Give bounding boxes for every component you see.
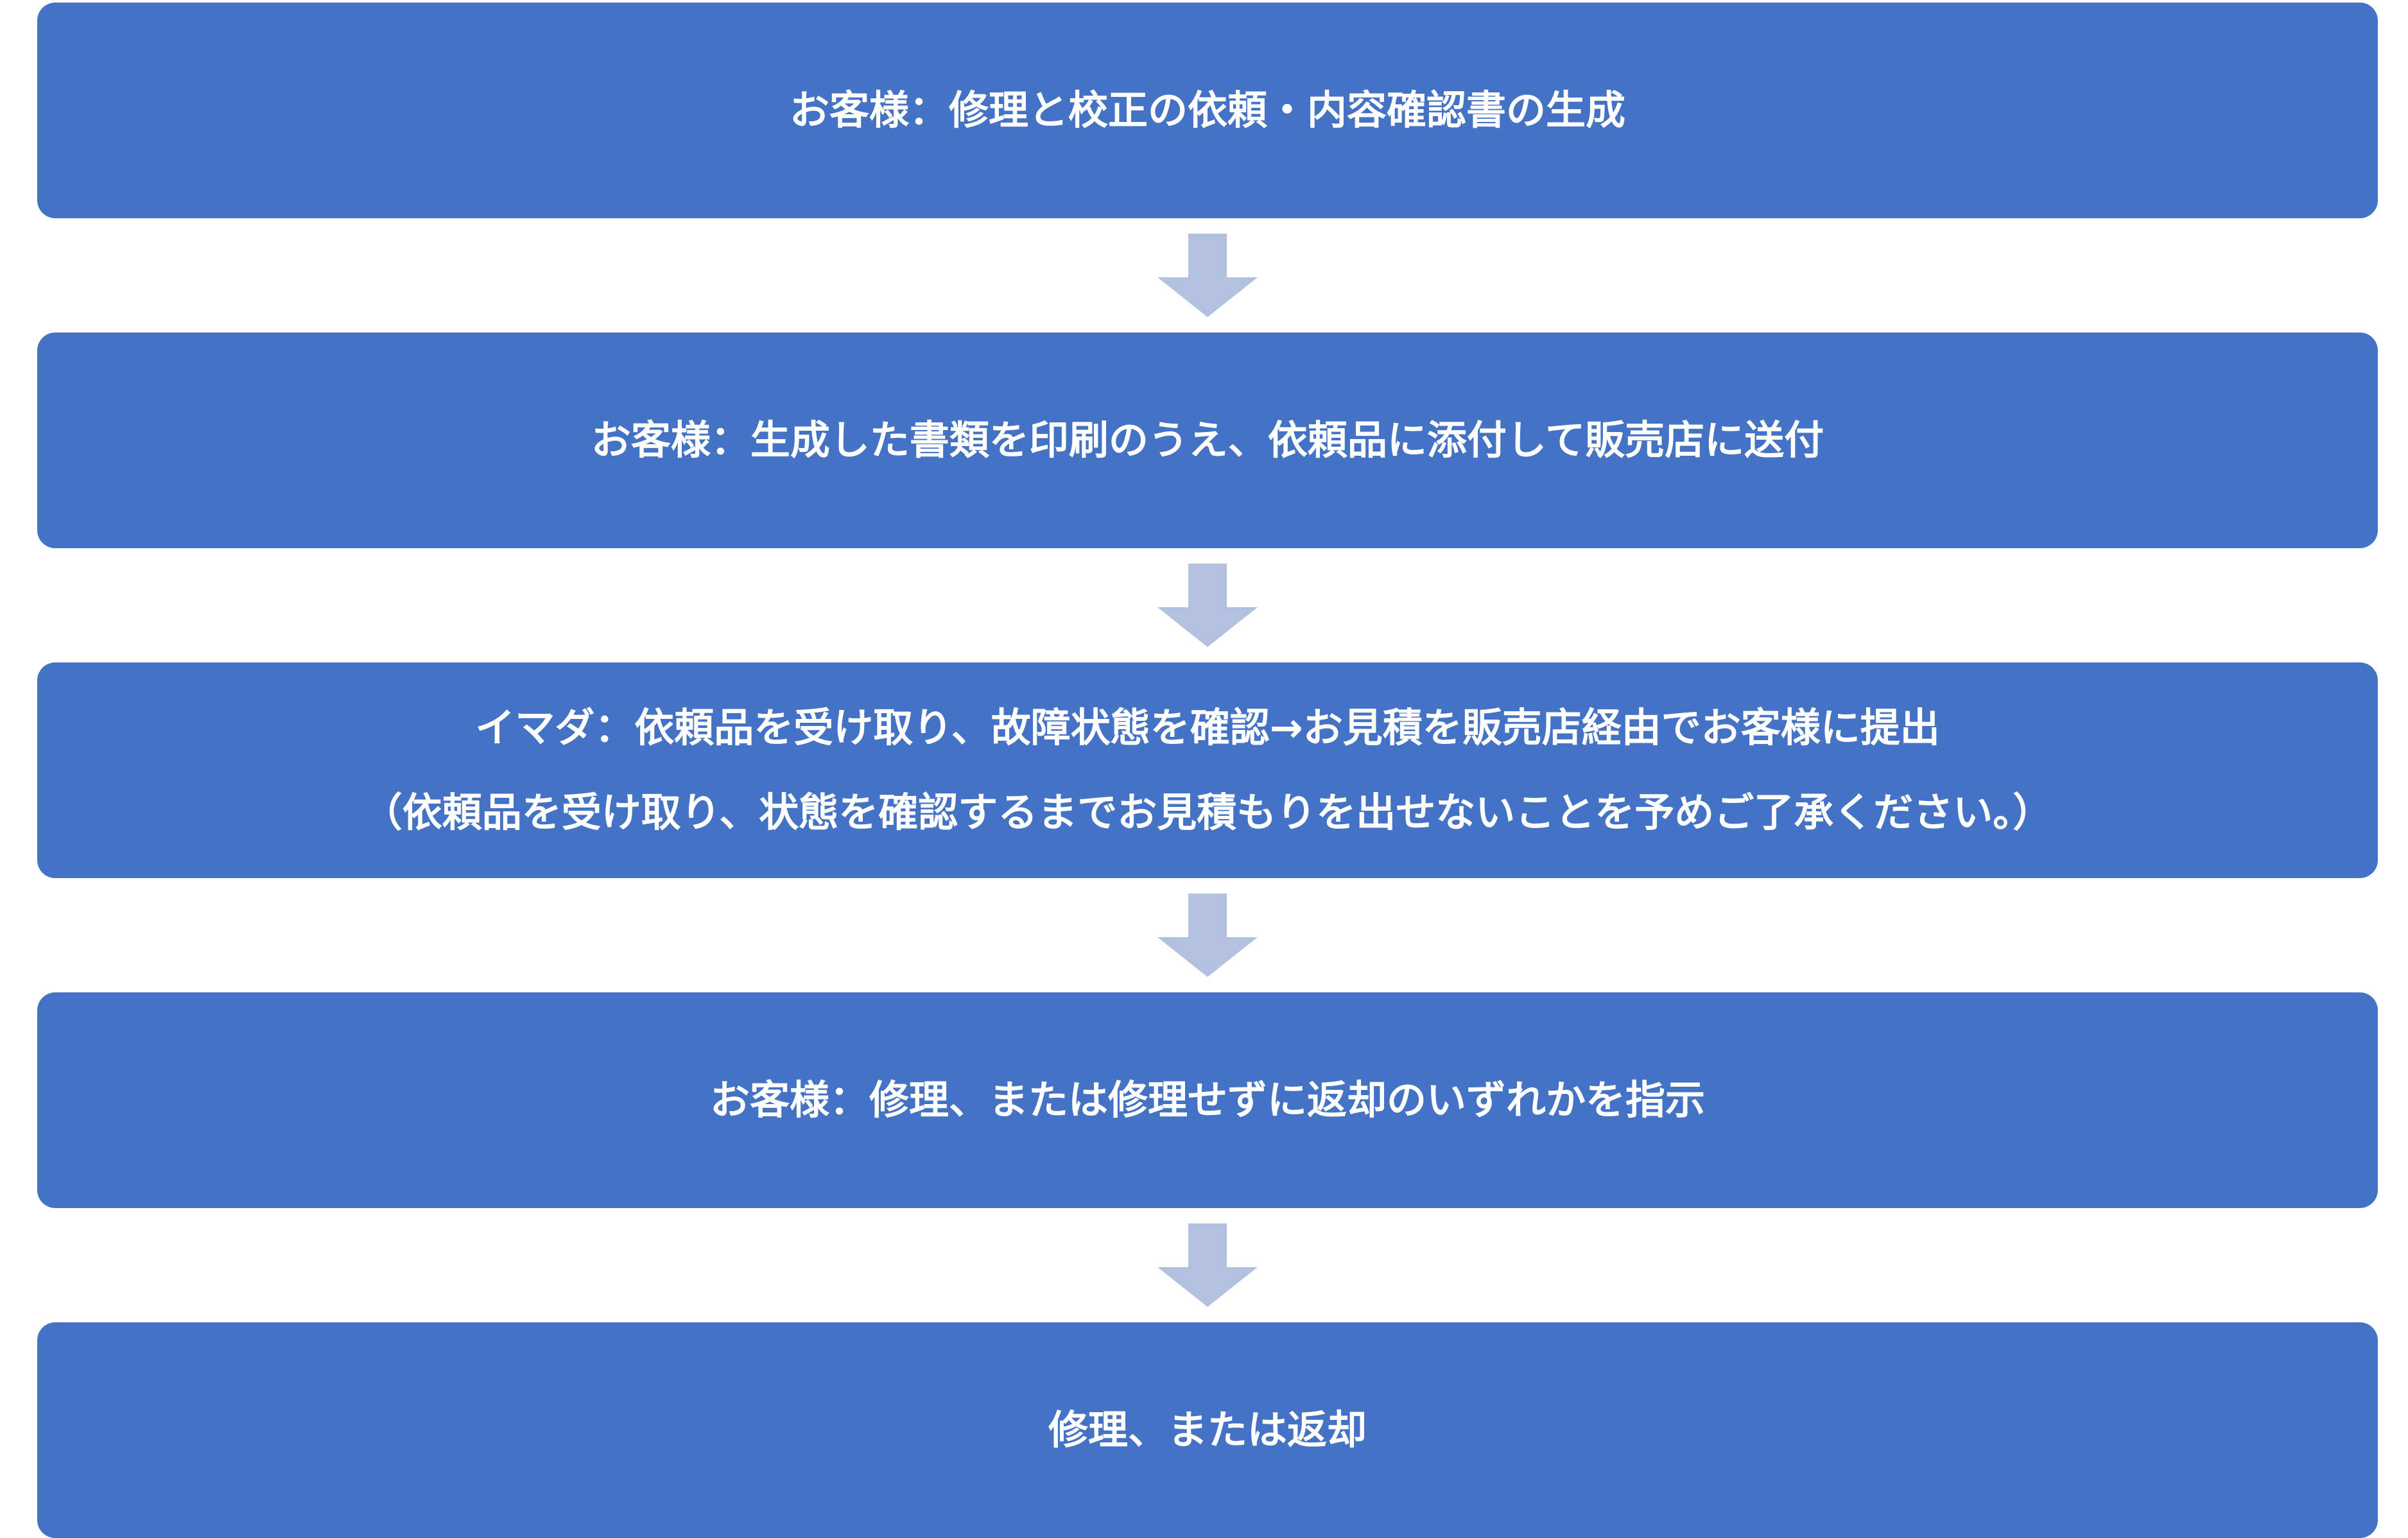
flow-diagram: お客様：修理と校正の依頼・内容確認書の生成 お客様：生成した書類を印刷のうえ、依… xyxy=(37,3,2378,1538)
flow-arrow-4 xyxy=(37,1208,2378,1322)
step-5-text: 修理、または返却 xyxy=(1048,1406,1367,1453)
down-arrow-icon xyxy=(1157,1223,1258,1307)
flow-arrow-2 xyxy=(37,548,2378,662)
step-4-text: お客様：修理、または修理せずに返却のいずれかを指示 xyxy=(709,1076,1705,1123)
step-2-text: お客様：生成した書類を印刷のうえ、依頼品に添付して販売店に送付 xyxy=(591,417,1824,463)
flow-arrow-3 xyxy=(37,878,2378,992)
step-1-text: お客様：修理と校正の依頼・内容確認書の生成 xyxy=(789,87,1625,134)
down-arrow-icon xyxy=(1157,564,1258,647)
step-3-text-line-1: イマダ：依頼品を受け取り、故障状態を確認→お見積を販売店経由でお客様に提出 xyxy=(475,704,1940,751)
down-arrow-icon xyxy=(1157,234,1258,317)
flow-step-1: お客様：修理と校正の依頼・内容確認書の生成 xyxy=(37,3,2378,218)
flow-step-2: お客様：生成した書類を印刷のうえ、依頼品に添付して販売店に送付 xyxy=(37,333,2378,548)
flow-step-4: お客様：修理、または修理せずに返却のいずれかを指示 xyxy=(37,992,2378,1208)
flow-step-3: イマダ：依頼品を受け取り、故障状態を確認→お見積を販売店経由でお客様に提出 （依… xyxy=(37,662,2378,878)
step-3-text-line-2: （依頼品を受け取り、状態を確認するまでお見積もりを出せないことを予めご了承くださ… xyxy=(362,789,2053,836)
down-arrow-icon xyxy=(1157,894,1258,977)
flow-step-5: 修理、または返却 xyxy=(37,1322,2378,1538)
flow-arrow-1 xyxy=(37,218,2378,333)
